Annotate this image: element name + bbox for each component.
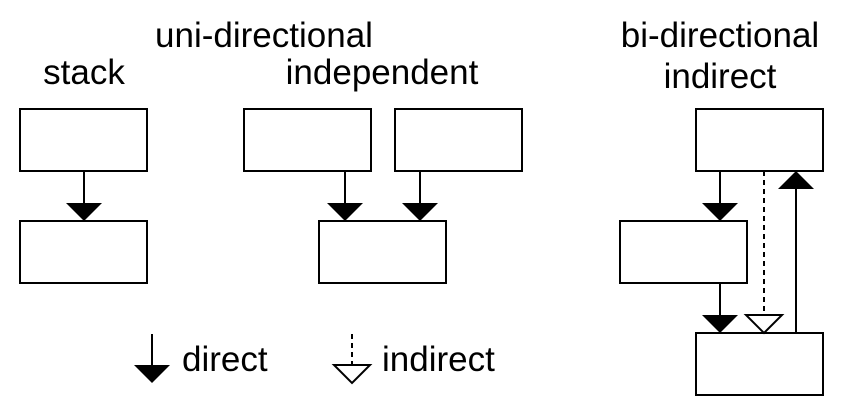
stack-box-top [19,108,148,172]
bi-indirect-arrow-top-to-bottom [743,171,785,335]
stack-direct-arrow [66,171,102,221]
bi-direct-arrow-bottom-to-top [778,171,814,333]
legend: direct indirect [134,334,495,385]
independent-box-bottom [318,220,447,284]
independent-box-right [394,108,523,172]
heading-indirect: indirect [664,57,777,96]
legend-indirect-arrow-icon [331,334,373,385]
bi-box-top [695,108,824,172]
bi-box-middle [619,220,748,284]
heading-stack: stack [43,53,125,92]
stack-box-bottom [19,220,148,284]
independent-direct-arrow-right [402,171,438,221]
independent-box-left [243,108,372,172]
legend-direct-arrow-icon [134,334,170,383]
heading-independent: independent [286,53,479,92]
heading-bi-directional: bi-directional [621,16,819,55]
independent-direct-arrow-left [327,171,363,221]
legend-indirect-label: indirect [382,340,495,379]
legend-direct-label: direct [182,340,268,379]
bi-direct-arrow-top-to-middle [702,171,738,221]
bi-direct-arrow-middle-to-bottom [702,283,738,333]
heading-uni-directional: uni-directional [155,16,373,55]
bi-box-bottom [695,332,824,396]
